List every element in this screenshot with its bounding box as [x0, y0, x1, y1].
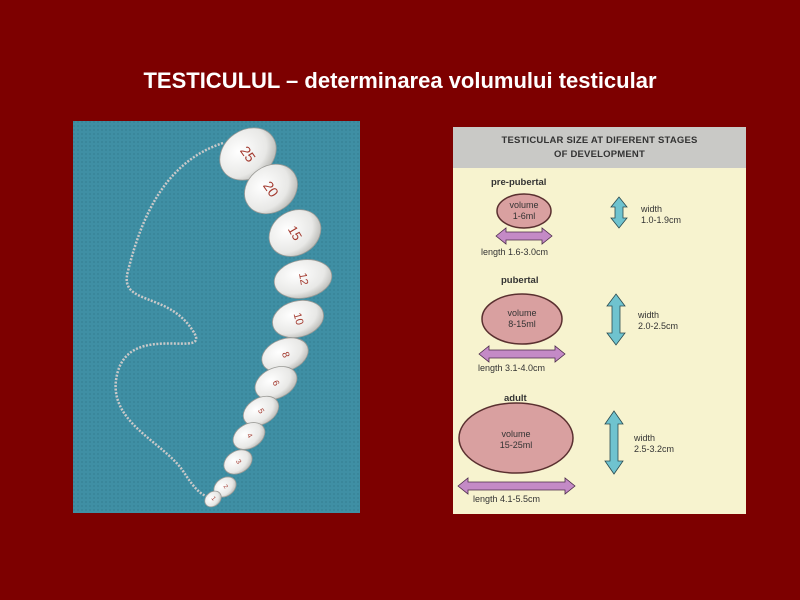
- bead-label: 3: [234, 459, 242, 466]
- volume-adult-line1: volume: [501, 429, 531, 439]
- length-arrow-pubertal: [478, 345, 566, 363]
- bead-label: 10: [291, 312, 306, 327]
- oval-prepubertal: [496, 193, 552, 229]
- chain: [114, 141, 224, 499]
- bead-label: 1: [210, 496, 217, 503]
- stage-label-adult: adult: [504, 393, 527, 404]
- bead-label: 12: [296, 272, 310, 286]
- diagram-shapes: [457, 193, 628, 495]
- volume-pubertal-line1: volume: [507, 308, 537, 318]
- volume-pubertal: volume 8-15ml: [488, 308, 556, 330]
- volume-prepubertal-line1: volume: [509, 200, 539, 210]
- bead-label: 2: [222, 484, 229, 491]
- length-arrow-adult: [457, 477, 576, 495]
- volume-prepubertal-line2: 1-6ml: [512, 211, 536, 221]
- bead-6: 6: [254, 366, 298, 400]
- length-adult: length 4.1-5.5cm: [473, 494, 541, 504]
- width-prepubertal-line1: width: [641, 204, 663, 214]
- diagram-header-line2: OF DEVELOPMENT: [554, 149, 645, 160]
- diagram-header-line1: TESTICULAR SIZE AT DIFERENT STAGES: [501, 135, 698, 146]
- width-pubertal-line1: width: [638, 310, 660, 320]
- volume-pubertal-line2: 8-15ml: [508, 319, 536, 329]
- width-prepubertal-line2: 1.0-1.9cm: [641, 215, 682, 225]
- bead-25: 25: [219, 127, 277, 181]
- bead-20: 20: [244, 163, 298, 215]
- bead-label: 8: [279, 351, 291, 360]
- width-arrow-prepubertal: [610, 196, 628, 229]
- slide-title: TESTICULUL – determinarea volumului test…: [143, 68, 657, 93]
- bead-label: 4: [245, 433, 253, 440]
- bead-1: 1: [204, 490, 222, 508]
- bead-label: 6: [270, 379, 281, 388]
- length-pubertal: length 3.1-4.0cm: [478, 363, 546, 373]
- bead-12: 12: [273, 259, 333, 299]
- width-adult-line1: width: [634, 433, 656, 443]
- bead-8: 8: [261, 337, 309, 373]
- bead-5: 5: [242, 395, 280, 427]
- width-pubertal: width 2.0-2.5cm: [638, 310, 678, 332]
- bead-label: 15: [285, 223, 305, 243]
- volume-adult-line2: 15-25ml: [499, 440, 533, 450]
- width-arrow-pubertal: [606, 293, 626, 346]
- width-pubertal-line2: 2.0-2.5cm: [638, 321, 679, 331]
- width-arrow-adult: [604, 410, 624, 475]
- bead-10: 10: [272, 299, 324, 339]
- length-arrow-prepubertal: [495, 227, 553, 245]
- bead-15: 15: [268, 209, 322, 257]
- width-adult-line2: 2.5-3.2cm: [634, 444, 675, 454]
- width-adult: width 2.5-3.2cm: [634, 433, 674, 455]
- oval-adult: [458, 402, 574, 474]
- stage-label-prepubertal: pre-pubertal: [491, 177, 547, 188]
- bead-label: 5: [256, 407, 266, 416]
- bead-4: 4: [232, 422, 266, 450]
- stage-label-pubertal: pubertal: [501, 275, 539, 286]
- volume-adult: volume 15-25ml: [479, 429, 553, 451]
- bead-3: 3: [223, 449, 253, 475]
- width-prepubertal: width 1.0-1.9cm: [641, 204, 681, 226]
- testicular-size-diagram: TESTICULAR SIZE AT DIFERENT STAGES OF DE…: [453, 127, 746, 514]
- length-prepubertal: length 1.6-3.0cm: [481, 247, 549, 257]
- diagram-header: TESTICULAR SIZE AT DIFERENT STAGES OF DE…: [453, 127, 746, 168]
- volume-prepubertal: volume 1-6ml: [497, 200, 551, 222]
- oval-pubertal: [481, 293, 563, 345]
